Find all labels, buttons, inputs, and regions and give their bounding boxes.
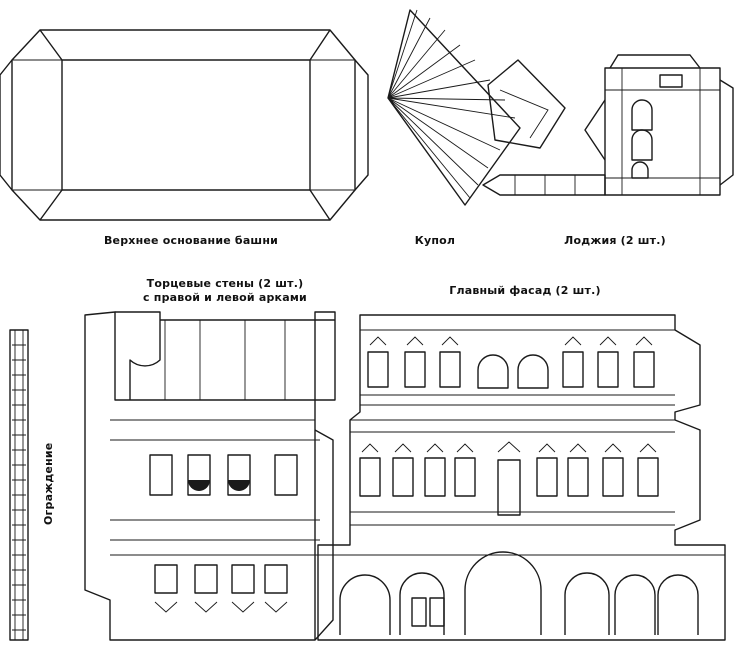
label-loggia: Лоджия (2 шт.)	[564, 234, 666, 247]
label-main-facade: Главный фасад (2 шт.)	[449, 284, 601, 297]
loggia-net	[482, 54, 734, 196]
label-fence: Ограждение	[42, 442, 55, 525]
fence-net	[9, 329, 29, 641]
tower-top-base-net	[0, 29, 369, 221]
label-end-walls-line2: с правой и левой арками	[143, 291, 307, 304]
label-dome: Купол	[414, 234, 456, 247]
main-facade-net	[317, 314, 726, 641]
dome-net	[387, 9, 566, 206]
end-walls-net	[84, 311, 336, 641]
label-end-walls-line1: Торцевые стены (2 шт.)	[146, 277, 304, 290]
label-tower-top-base: Верхнее основание башни	[103, 234, 279, 247]
